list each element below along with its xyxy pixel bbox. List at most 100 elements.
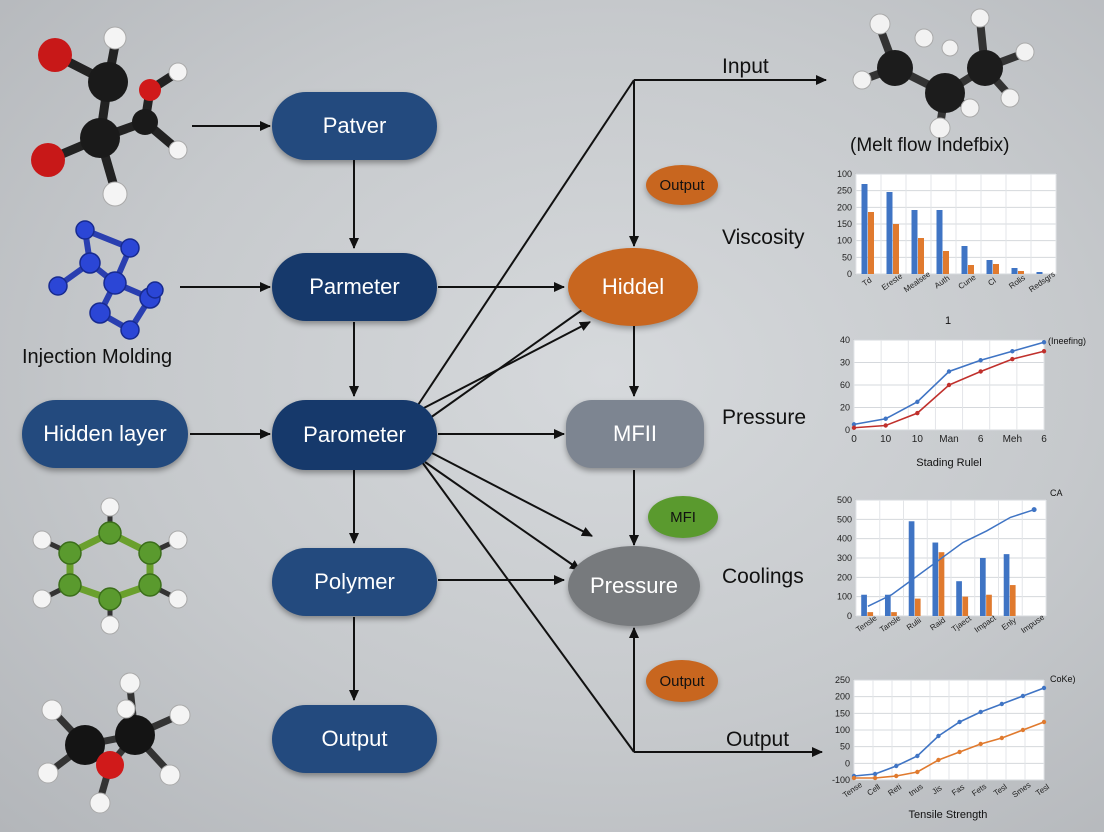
series-point [872,771,878,777]
y-tick-label: -100 [832,775,850,785]
x-tick-label: 6 [1041,434,1047,445]
bar [893,224,899,274]
series-point [1010,349,1015,354]
series-point [915,769,920,775]
x-tick-label: 10 [912,434,924,445]
node-mfii[interactable]: MFII [566,400,704,468]
series-point [894,763,899,769]
chart-annotation: CoKe) [1050,674,1076,684]
badge-output-top: Output [646,165,718,205]
y-tick-label: 0 [847,269,852,279]
series-point [957,749,962,755]
node-output-label: Output [321,726,388,751]
series-point [883,416,888,421]
label-input: Input [722,55,769,78]
bar [868,212,874,274]
molecule-nitrogen-icon [48,220,164,340]
line-parometer-to-output [421,461,635,753]
bar [932,542,939,616]
node-hidden-layer-label: Hidden layer [43,421,167,446]
y-tick-label: 100 [837,236,852,246]
x-axis-label: Stading Rulel [916,457,981,469]
series-point [936,733,941,739]
node-patver[interactable]: Patver [272,92,437,160]
arrow-parometer-hiddel-2 [429,299,597,419]
bar [908,521,915,616]
x-tick-label: Tesl [1034,782,1051,798]
y-tick-label: 100 [835,725,850,735]
y-tick-label: 150 [837,219,852,229]
molecule-alkane-icon [852,8,1035,138]
series-point [957,719,962,725]
bar [961,246,968,274]
bar [962,596,969,616]
bar [911,210,918,274]
y-tick-label: 500 [837,514,852,524]
node-polymer-label: Polymer [314,569,395,594]
bar [986,260,993,274]
bar [914,598,921,616]
series-point [1041,719,1047,725]
node-output[interactable]: Output [272,705,437,773]
series-point [978,741,983,747]
series-point [915,399,920,405]
label-viscosity: Viscosity [722,226,805,249]
series-point [946,382,952,388]
series-point [999,701,1004,707]
node-hiddel[interactable]: Hiddel [568,248,698,326]
series-point [936,757,941,763]
x-tick-label: Rolis [1007,273,1027,291]
series-point [894,773,899,779]
y-tick-label: 100 [837,592,852,602]
badge-mfi: MFI [648,496,718,538]
chart-annotation: CA [1050,488,1063,498]
series-line [853,687,1045,777]
arrow-parometer-pressure-1 [429,451,593,537]
x-tick-label: Man [939,434,958,445]
x-tick-label: Cl [986,276,998,288]
y-tick-label: 300 [837,553,852,563]
y-tick-label: 30 [840,358,850,368]
x-tick-label: Smes [1010,780,1032,799]
y-tick-label: 250 [837,186,852,196]
bar [891,612,897,616]
node-pressure-label: Pressure [589,573,679,598]
node-parmeter[interactable]: Parmeter [272,253,437,321]
y-tick-label: 500 [837,495,852,505]
y-tick-label: 0 [845,758,850,768]
x-tick-label: Auth [933,274,952,291]
series-point [1041,685,1047,691]
node-parometer[interactable]: Parometer [272,400,437,470]
series-point [946,369,952,374]
series-point [1041,349,1047,354]
series-point [915,753,920,759]
node-patver-label: Patver [322,113,387,138]
bar [936,210,943,274]
trend-line [867,508,1035,608]
node-hidden-layer[interactable]: Hidden layer [22,400,188,468]
bar [1036,272,1043,274]
bar [1018,271,1024,274]
y-tick-label: 40 [840,335,850,345]
node-pressure[interactable]: Pressure [568,546,700,626]
bar [968,265,974,274]
x-tick-label: Tesl [992,782,1009,798]
arrow-parometer-hiddel-1 [419,321,591,411]
bar [938,552,945,616]
x-tick-label: Reti [886,782,903,798]
bar [1011,268,1018,274]
label-melt-flow: (Melt flow Indefbix) [850,135,1010,156]
x-tick-label: Cune [957,272,978,291]
chart-annotation: (Ineefing) [1048,336,1086,346]
x-tick-label: tnus [907,782,925,798]
series-point [978,358,983,363]
node-polymer[interactable]: Polymer [272,548,437,616]
series-point [999,735,1004,741]
line-parometer-to-input [417,79,635,406]
y-tick-label: 150 [835,708,850,718]
x-axis-label: Tensile Strength [909,809,988,821]
